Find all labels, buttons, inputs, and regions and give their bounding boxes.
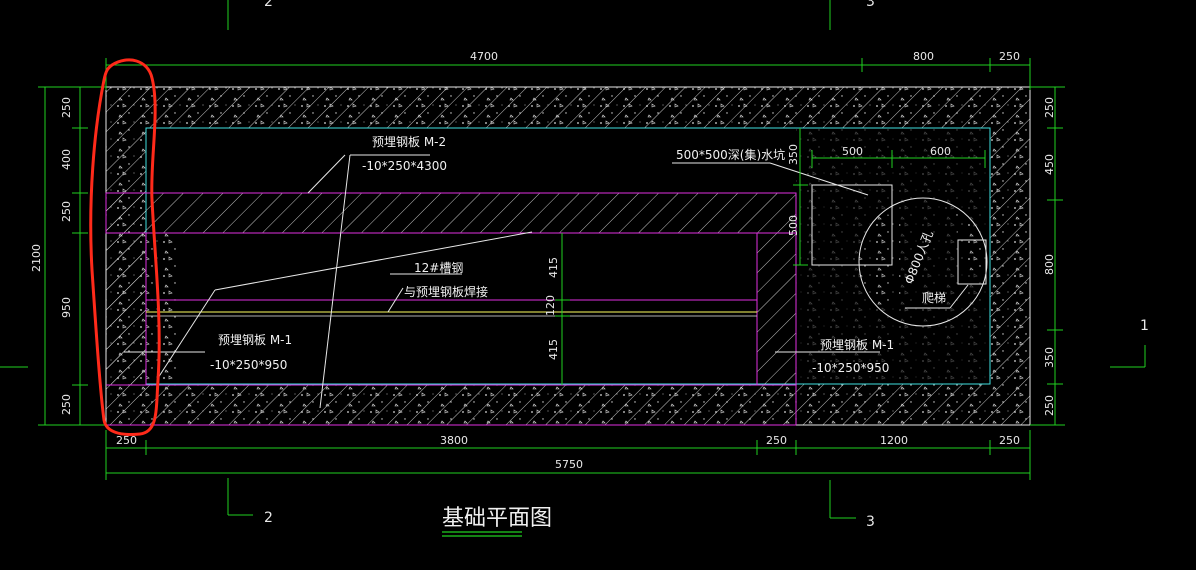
dim-bottom-5750: 5750 xyxy=(555,458,583,471)
dimension-lines xyxy=(38,58,1065,480)
dim-left-400: 400 xyxy=(60,149,73,170)
dim-bottom-250-c: 250 xyxy=(999,434,1020,447)
label-m1-right-name: 预埋钢板 M-1 xyxy=(820,338,894,352)
dim-top-4700: 4700 xyxy=(470,50,498,63)
label-m2-size: -10*250*4300 xyxy=(362,159,447,173)
manhole-dotted-left xyxy=(858,215,900,305)
foundation-wall-dots xyxy=(106,87,1030,425)
dim-pit-600: 600 xyxy=(930,145,951,158)
dim-bottom-250-a: 250 xyxy=(116,434,137,447)
dim-beam-415-a: 415 xyxy=(547,257,560,278)
dim-beam-415-b: 415 xyxy=(547,339,560,360)
dim-left-250-c: 250 xyxy=(60,394,73,415)
dim-right-350: 350 xyxy=(1043,347,1056,368)
label-sump-pit: 500*500深(集)水坑 xyxy=(676,147,785,162)
label-channel-note: 与预埋钢板焊接 xyxy=(404,284,488,299)
dim-bottom-3800: 3800 xyxy=(440,434,468,447)
label-m1-left-name: 预埋钢板 M-1 xyxy=(218,333,292,347)
dim-bottom-250-b: 250 xyxy=(766,434,787,447)
label-ladder: 爬梯 xyxy=(922,291,946,305)
grid-axis-lines xyxy=(0,0,1146,519)
label-m1-left-size: -10*250*950 xyxy=(210,358,287,372)
leader-lines xyxy=(124,154,969,409)
axis-label-3-top: 3 xyxy=(866,0,875,10)
axis-label-2-top: 2 xyxy=(264,0,273,10)
beam-right-hatch xyxy=(757,233,796,385)
ladder-box xyxy=(957,239,987,285)
dim-pit-350: 350 xyxy=(787,144,800,165)
dim-top-800: 800 xyxy=(913,50,934,63)
dim-pit-500: 500 xyxy=(842,145,863,158)
dim-right-250-a: 250 xyxy=(1043,97,1056,118)
axis-label-2: 2 xyxy=(264,510,273,526)
dim-left-2100: 2100 xyxy=(30,244,43,272)
dim-right-800: 800 xyxy=(1043,254,1056,275)
red-markup-highlight xyxy=(89,58,161,436)
axis-label-3: 3 xyxy=(866,514,875,530)
embedded-plate-outlines xyxy=(105,192,797,426)
drawing-title: 基础平面图 xyxy=(442,506,552,531)
label-m2-name: 预埋钢板 M-2 xyxy=(372,135,446,149)
dim-pit-500-v: 500 xyxy=(787,215,800,236)
label-m1-right-size: -10*250*950 xyxy=(812,361,889,375)
label-channel-name: 12#槽钢 xyxy=(414,261,463,275)
left-slab-dots xyxy=(146,233,176,383)
dim-left-950: 950 xyxy=(60,297,73,318)
beam-top-hatch xyxy=(106,193,796,233)
dim-right-450: 450 xyxy=(1043,154,1056,175)
dim-bottom-1200: 1200 xyxy=(880,434,908,447)
beam-left-hatch xyxy=(106,233,146,385)
dim-left-250-a: 250 xyxy=(60,97,73,118)
axis-label-1: 1 xyxy=(1140,318,1149,334)
manhole-dotted-right xyxy=(950,205,986,270)
dim-top-250: 250 xyxy=(999,50,1020,63)
dim-beam-120: 120 xyxy=(544,295,557,316)
dim-left-250-b: 250 xyxy=(60,201,73,222)
dim-right-250-b: 250 xyxy=(1043,395,1056,416)
